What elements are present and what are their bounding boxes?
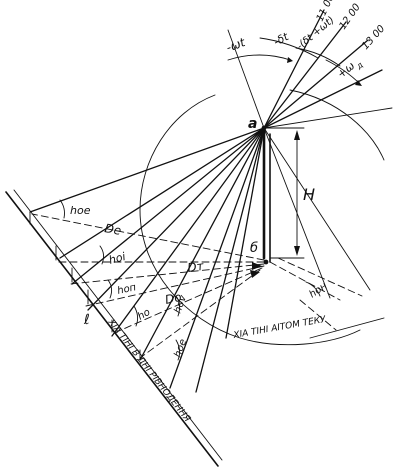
arrow-omega-d (355, 80, 362, 86)
height-arrow-top (294, 130, 300, 140)
arc-hon (107, 279, 113, 299)
label-hoe-lower: hoe (172, 338, 189, 359)
label-de: Dе (103, 221, 122, 238)
label-h: H (303, 185, 315, 204)
arc-hoe-lower (175, 339, 181, 361)
arc-ho (133, 305, 139, 327)
shadow-do (85, 265, 265, 307)
ray-a-do (87, 127, 265, 311)
ray-a-do1 (59, 127, 265, 259)
label-do: Do (164, 290, 183, 307)
construct-right-3 (299, 299, 337, 331)
label-dt: Dт (186, 259, 205, 275)
shadow-right-2 (277, 257, 363, 297)
label-ho: ho (136, 307, 152, 323)
construct-right-4 (309, 317, 385, 339)
point-b-dot (263, 259, 269, 265)
ray-a-hoe (169, 127, 265, 389)
arc-hoh (305, 281, 321, 297)
label-a: a (248, 116, 257, 132)
height-arrow-bottom (294, 246, 300, 256)
shadow-dt (69, 263, 265, 285)
shadow-tip-1 (252, 262, 262, 270)
shadow-hov (139, 269, 261, 359)
ray-13 (263, 39, 369, 129)
label-delta-t: -δt (271, 30, 291, 49)
construct-right-1 (263, 127, 371, 291)
label-b: б (250, 241, 258, 256)
point-a-dot (261, 125, 267, 131)
ray-a-down (195, 127, 265, 393)
ray-a-dt (71, 127, 265, 285)
label-horizon-line: ХІА ТІНІ В ДНІ РІВНОДЕННЯ (105, 317, 192, 424)
shadow-tip-2 (250, 270, 260, 278)
ray-a-lower (225, 127, 265, 339)
ticks (29, 211, 141, 361)
label-hon: hoп (116, 282, 137, 297)
ray-left-up (227, 29, 265, 129)
shadow-de (31, 213, 265, 261)
arc-hoe (59, 199, 65, 219)
ray-11 (263, 9, 325, 129)
ray-extra (263, 69, 383, 129)
label-omega-d-group: +ω д (335, 59, 365, 81)
ray-a-hov (139, 127, 265, 361)
arc-delta-omega (295, 47, 341, 67)
arc-delta-t (259, 37, 319, 59)
label-hoi: hoi (107, 250, 127, 267)
label-hoh: hoн (307, 280, 329, 300)
sun-path-arc (139, 94, 361, 346)
label-omega-t: -ωt (224, 35, 248, 55)
arc-omega-t (227, 54, 291, 61)
label-omega-d-sub: д (354, 60, 365, 71)
arrow-omega-t (287, 57, 293, 63)
ray-right-long (263, 107, 393, 129)
ray-12 (263, 21, 347, 129)
label-hoe: hoе (70, 204, 91, 217)
label-l: ℓ (83, 312, 90, 328)
arc-hoi (99, 245, 105, 265)
ray-a-de (29, 127, 265, 213)
sun-path-arc-right (289, 89, 385, 161)
label-delta-omega: -(δt +ωt) (295, 15, 337, 53)
label-omega-d: +ω (335, 59, 358, 81)
arc-hov (175, 295, 181, 317)
label-time-13: 13 00 (360, 23, 387, 52)
construct-right-2 (263, 127, 331, 299)
ray-a-ho (111, 127, 265, 337)
equinox-shadow-line-inner (13, 189, 223, 461)
label-time-12: 12 00 (337, 2, 362, 32)
